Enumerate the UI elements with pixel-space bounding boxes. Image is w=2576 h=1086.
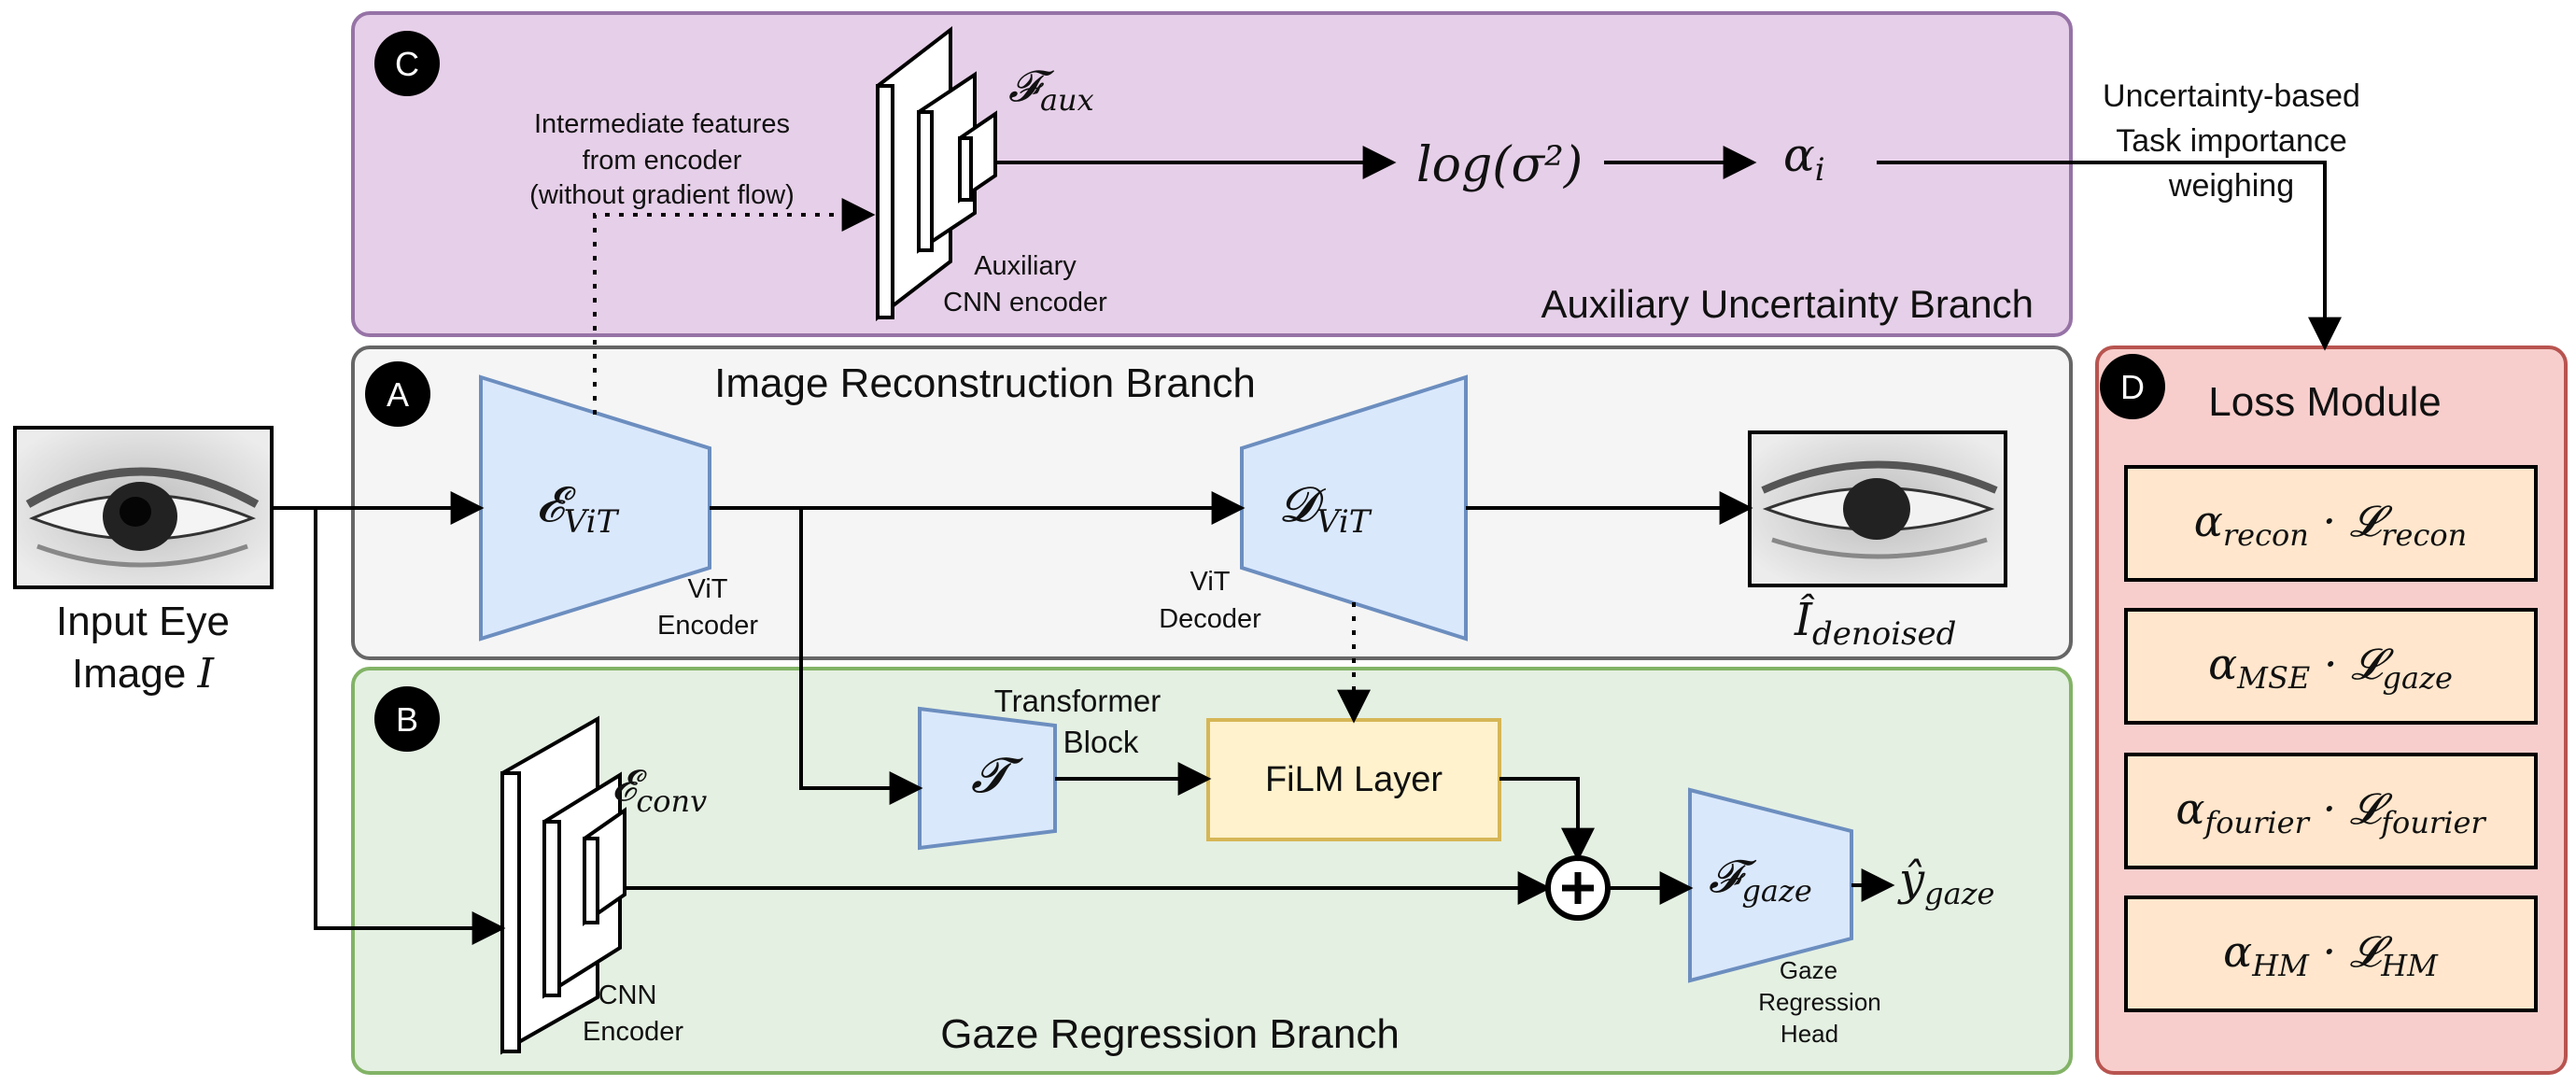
- vit-encoder-symbol: 𝓔ViT: [536, 477, 620, 541]
- vit-decoder-block: [1240, 374, 1468, 642]
- vit-encoder-label-line1: ViT: [688, 574, 728, 604]
- gaze-head-label-line2: Regression: [1758, 988, 1881, 1016]
- gaze-output-symbol: ŷgaze: [1897, 853, 1994, 911]
- input-eye-image: [13, 426, 274, 589]
- badge-c: C: [374, 31, 440, 96]
- vit-encoder-label-line2: Encoder: [657, 611, 758, 641]
- aux-encoder-label-line2: CNN encoder: [943, 288, 1107, 317]
- gaze-head-label-line3: Head: [1781, 1020, 1838, 1048]
- denoised-output-image: [1748, 430, 2007, 587]
- sum-node: [1545, 855, 1611, 921]
- vit-encoder-block: [479, 374, 711, 642]
- features-note-line3: (without gradient flow): [529, 180, 795, 210]
- weighing-note-line2: Task importance: [2116, 123, 2347, 159]
- features-note-line1: Intermediate features: [534, 109, 790, 139]
- arrow-input-to-cnn-encoder: [274, 506, 506, 945]
- reconstruction-branch-title: Image Reconstruction Branch: [714, 360, 1256, 406]
- loss-item: αfourier · 𝓛fourier: [2124, 753, 2538, 869]
- film-layer-label: FiLM Layer: [1265, 760, 1443, 799]
- arrow-film-to-sum: [1499, 777, 1595, 862]
- input-label-line1: Input Eye: [56, 599, 230, 644]
- loss-item: αHM · 𝓛HM: [2124, 896, 2538, 1012]
- cnn-encoder-block: [500, 715, 626, 1055]
- vit-decoder-label-line1: ViT: [1190, 567, 1231, 597]
- cnn-encoder-label-line2: Encoder: [583, 1017, 683, 1047]
- gaze-regression-head: [1688, 787, 1853, 983]
- vit-decoder-label-line2: Decoder: [1159, 604, 1261, 634]
- svg-text:αMSE · 𝓛gaze: αMSE · 𝓛gaze: [2208, 639, 2453, 696]
- svg-text:A: A: [387, 375, 409, 414]
- aux-symbol: 𝓕aux: [1008, 61, 1094, 118]
- svg-text:B: B: [396, 700, 418, 739]
- gaze-head-label-line1: Gaze: [1780, 956, 1837, 984]
- connectors: [274, 146, 2342, 945]
- auxiliary-cnn-encoder: [876, 25, 997, 322]
- transformer-label-line1: Transformer: [994, 684, 1161, 718]
- uncertainty-branch-title: Auxiliary Uncertainty Branch: [1541, 282, 2034, 326]
- features-note-line2: from encoder: [583, 146, 742, 176]
- svg-text:αHM · 𝓛HM: αHM · 𝓛HM: [2223, 926, 2439, 983]
- input-label-line2: Image I: [72, 650, 216, 698]
- loss-module-title: Loss Module: [2208, 379, 2441, 425]
- denoised-output-symbol: Îdenoised: [1794, 593, 1956, 653]
- weighing-note-line3: weighing: [2168, 168, 2294, 204]
- arrow-encoder-to-transformer: [799, 508, 923, 805]
- weighing-note-line1: Uncertainty-based: [2103, 78, 2360, 114]
- cnn-encoder-label-line1: CNN: [598, 980, 657, 1010]
- svg-text:C: C: [395, 45, 419, 83]
- log-sigma: log(σ²): [1416, 137, 1583, 193]
- badge-b: B: [374, 686, 440, 752]
- gaze-head-symbol: 𝓕gaze: [1709, 851, 1812, 909]
- loss-item: αrecon · 𝓛recon: [2124, 465, 2538, 582]
- gaze-branch-panel: [351, 667, 2073, 1075]
- arrow-features-to-aux: [593, 198, 876, 415]
- aux-encoder-label-line1: Auxiliary: [974, 251, 1077, 281]
- gaze-branch-title: Gaze Regression Branch: [940, 1011, 1400, 1057]
- badge-d: D: [2100, 354, 2165, 419]
- loss-item: αMSE · 𝓛gaze: [2124, 608, 2538, 725]
- svg-text:D: D: [2120, 368, 2145, 406]
- arrow-alpha-to-loss: [1877, 161, 2342, 351]
- transformer-label-line2: Block: [1063, 725, 1139, 759]
- alpha-i: αi: [1783, 128, 1825, 189]
- badge-a: A: [365, 361, 430, 427]
- uncertainty-branch-panel: [351, 11, 2073, 337]
- cnn-encoder-symbol: 𝓔conv: [612, 760, 707, 819]
